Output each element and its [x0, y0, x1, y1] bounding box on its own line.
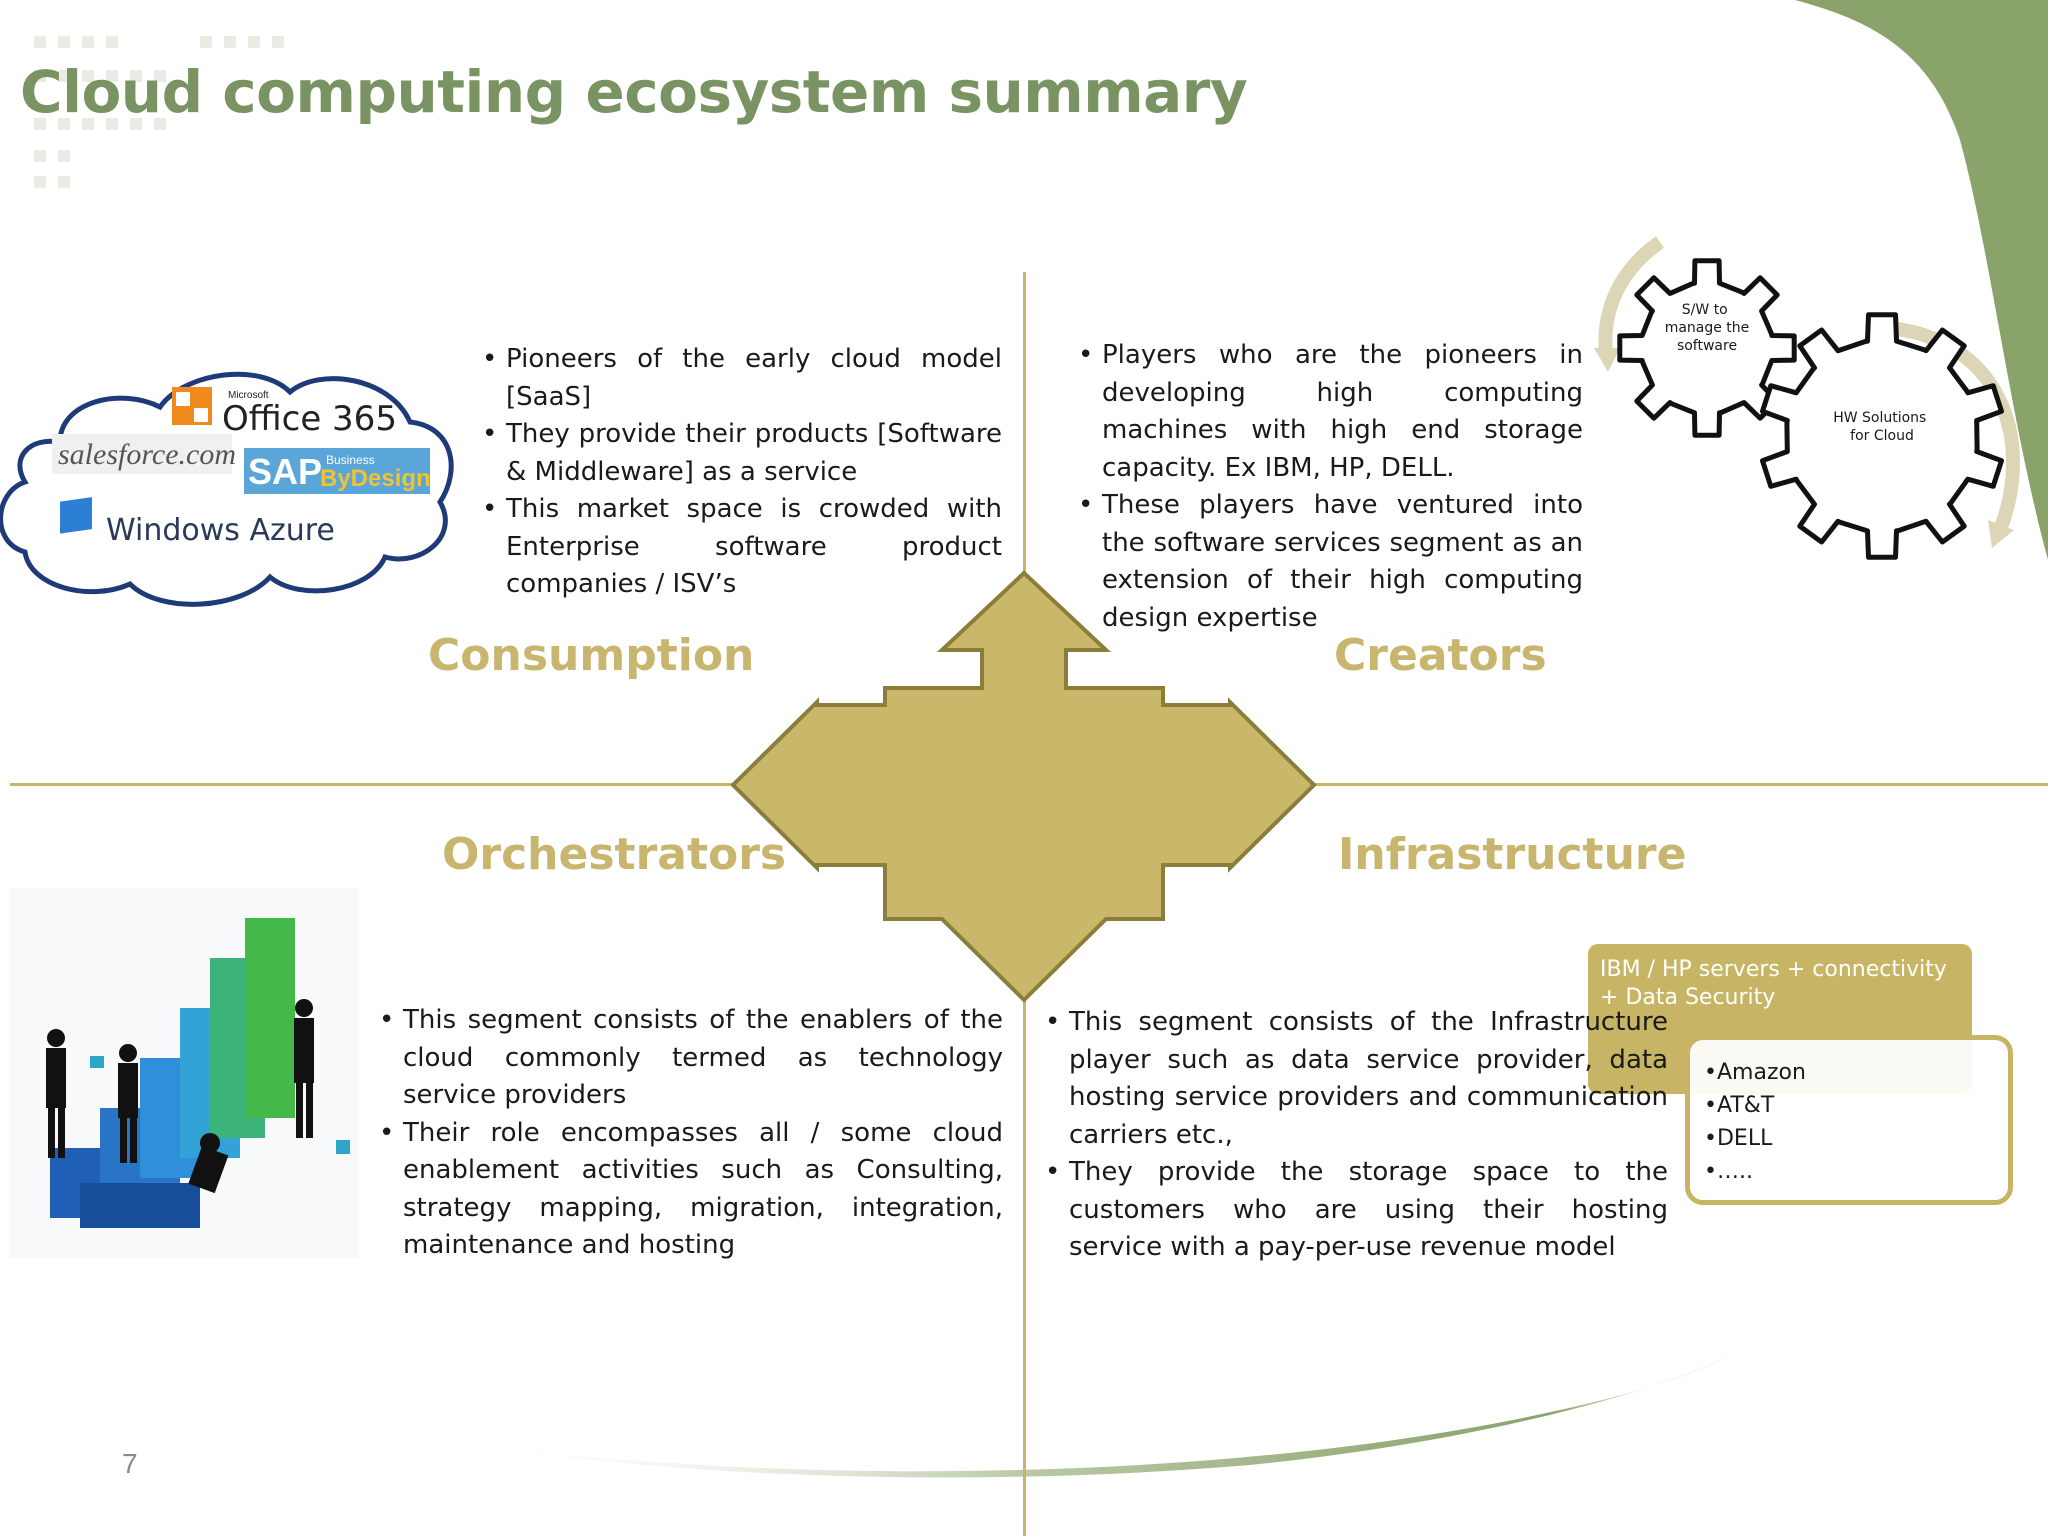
creators-bullets: Players who are the pioneers in developi…	[1078, 337, 1583, 637]
logo-text-salesforce: salesforce.com	[58, 438, 236, 471]
corner-green-shape	[1795, 0, 2048, 560]
list-item: They provide their products [Software & …	[482, 416, 1002, 491]
infrastructure-callout-list: •Amazon •AT&T •DELL •…..	[1685, 1035, 2013, 1205]
cloud-outline	[0, 371, 454, 607]
logo-text-office365: Office 365	[222, 399, 397, 439]
quadrant-label-infrastructure: Infrastructure	[1338, 829, 1687, 880]
list-item: This market space is crowded with Enterp…	[482, 491, 1002, 604]
list-item: •Amazon	[1704, 1060, 1806, 1085]
slide-title: Cloud computing ecosystem summary	[20, 58, 1248, 126]
gear-label-line: for Cloud	[1850, 428, 1914, 444]
logo-text-windows-azure: Windows Azure	[106, 513, 335, 548]
quadrant-label-consumption: Consumption	[428, 630, 755, 681]
business-people-stairs-image	[10, 888, 358, 1258]
cloud-logos-image: Microsoft Office 365 salesforce.com SAP …	[0, 371, 454, 607]
quadrant-label-orchestrators: Orchestrators	[442, 829, 787, 880]
logo-text-bydesign: ByDesign	[320, 465, 431, 492]
gear-large-label: HW Solutions for Cloud	[1833, 410, 1931, 444]
curved-arrow-left	[1598, 236, 1665, 353]
list-item: This segment consists of the enablers of…	[379, 1002, 1003, 1115]
list-item: Players who are the pioneers in developi…	[1078, 337, 1583, 487]
logo-text-microsoft: Microsoft	[228, 390, 269, 401]
provider-list: •Amazon •AT&T •DELL •…..	[1704, 1056, 1994, 1188]
list-item: Pioneers of the early cloud model [SaaS]	[482, 341, 1002, 416]
gear-label-line: manage the	[1665, 320, 1750, 336]
quadrant-label-creators: Creators	[1334, 630, 1547, 681]
list-item: Their role encompasses all / some cloud …	[379, 1115, 1003, 1265]
list-item: These players have ventured into the sof…	[1078, 487, 1583, 637]
infrastructure-bullets: This segment consists of the Infrastruct…	[1045, 1004, 1668, 1267]
logo-text-business: Business	[326, 453, 375, 467]
page-number: 7	[122, 1448, 138, 1479]
gear-large-icon: HW Solutions for Cloud	[1760, 312, 2004, 560]
gear-label-line: software	[1677, 338, 1737, 354]
list-item: They provide the storage space to the cu…	[1045, 1154, 1668, 1267]
list-item: •DELL	[1704, 1126, 1773, 1151]
consumption-bullets: Pioneers of the early cloud model [SaaS]…	[482, 341, 1002, 604]
list-item: •…..	[1704, 1159, 1753, 1184]
list-item: •AT&T	[1704, 1093, 1775, 1118]
orchestrators-bullets: This segment consists of the enablers of…	[379, 1002, 1003, 1265]
logo-text-sap: SAP	[248, 451, 322, 492]
list-item: This segment consists of the Infrastruct…	[1045, 1004, 1668, 1154]
